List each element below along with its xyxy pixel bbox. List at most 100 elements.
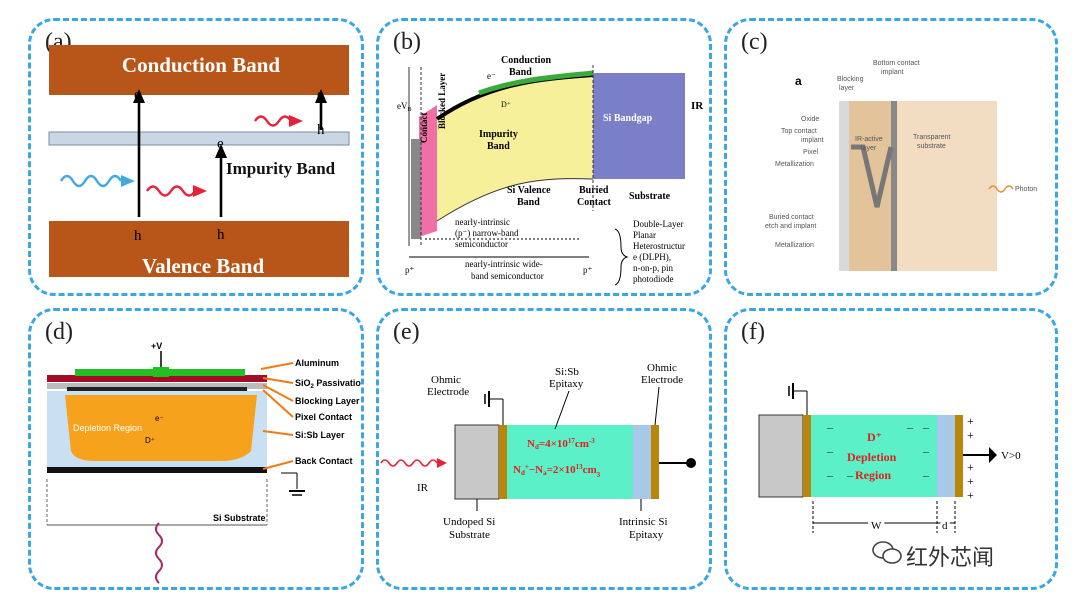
photon-icon — [155, 522, 163, 584]
panel-e-tag: (e) — [393, 319, 420, 345]
blocked-layer-label: Blocked Layer — [437, 73, 447, 129]
sisb-epitaxy-2: Epitaxy — [549, 378, 584, 390]
w-label: W — [871, 520, 882, 532]
photon-red-icon-2 — [254, 115, 292, 127]
ir-label: IR — [417, 482, 429, 494]
h-label-3: h — [317, 122, 325, 138]
pixel-label: Pixel — [803, 149, 819, 156]
depletion-label: Depletion — [847, 450, 897, 464]
sisb-layer-label: Si:Sb Layer — [295, 430, 345, 440]
p-plus-right: p⁺ — [583, 265, 593, 275]
v-label: V>0 — [1001, 450, 1021, 462]
substrate-label: Substrate — [629, 191, 671, 202]
bottom-contact-1: Bottom contact — [873, 60, 920, 67]
ohmic-right-1: Ohmic — [647, 362, 677, 374]
sio2-label: SiO2 Passivation — [295, 378, 364, 390]
contact-label: Contact — [419, 113, 429, 144]
ir-active-2: layer — [861, 145, 877, 152]
dlph-6: photodiode — [633, 274, 674, 284]
pixel-contact-label: Pixel Contact — [295, 412, 352, 422]
svg-text:–: – — [922, 444, 930, 458]
d-plus-label: D⁺ — [867, 430, 882, 444]
sub-label-a: a — [795, 74, 802, 88]
svg-text:–: – — [922, 420, 930, 434]
h-label-2: h — [217, 227, 225, 243]
ir-active-1: IR-active — [855, 136, 883, 143]
intrinsic-1: Intrinsic Si — [619, 516, 668, 528]
buried-contact-label-2: Contact — [577, 197, 612, 208]
panel-c: (c) a Blocking layer Bottom contact impl… — [724, 18, 1058, 296]
d-plus-label: D⁺ — [145, 436, 155, 445]
e-label-1: e — [134, 87, 141, 103]
undoped-1: Undoped Si — [443, 516, 495, 528]
blocking-layer-2: layer — [839, 85, 855, 92]
panel-c-tag: (c) — [741, 29, 768, 55]
svg-text:+: + — [967, 474, 974, 488]
si-valence-label-2: Band — [517, 197, 540, 208]
blocked-layer-area — [419, 105, 437, 237]
impurity-band-rect — [48, 131, 350, 146]
h-label-1: h — [134, 228, 142, 244]
aluminum-label: Aluminum — [295, 358, 339, 368]
panel-f: (f) V>0 D⁺ Depletion Region –– –– –– –– … — [724, 308, 1058, 590]
conduction-band-label-2: Band — [509, 67, 532, 78]
panel-a-diagram: Conduction Band Valence Band Impurity Ba… — [48, 45, 350, 278]
oxide-label: Oxide — [801, 116, 819, 123]
valence-band-label: Valence Band — [142, 254, 265, 278]
impurity-band-label: Impurity — [479, 129, 518, 140]
e-minus-label: e⁻ — [487, 71, 496, 81]
blocking-layer-1: Blocking — [837, 76, 864, 83]
dlph-1: Double-Layer — [633, 219, 683, 229]
wide-band-2: band semiconductor — [471, 271, 544, 281]
si-bandgap-label: Si Bandgap — [603, 113, 653, 124]
panel-b: (b) Si Bandgap Conduction Band e⁻ D⁺ Imp… — [376, 18, 712, 296]
ohmic-left-2: Electrode — [427, 386, 469, 398]
svg-text:–: – — [906, 420, 914, 434]
d-plus-label: D⁺ — [501, 100, 511, 109]
metallization-label-2: Metallization — [775, 242, 814, 249]
panel-f-tag: (f) — [741, 319, 765, 345]
e-label-2: e — [217, 136, 224, 152]
ohmic-right-2: Electrode — [641, 374, 683, 386]
e-label-3: e — [317, 87, 324, 103]
dlph-5: n-on-p, pin — [633, 263, 673, 273]
panel-e: (e) Ohmic Electrode Si:Sb Epitaxy Ohmic … — [376, 308, 712, 590]
e-minus-label: e⁻ — [155, 414, 164, 423]
impurity-band-label: Impurity Band — [226, 159, 336, 178]
intrinsic-2: Epitaxy — [629, 529, 664, 541]
panel-d-tag: (d) — [45, 319, 73, 345]
depletion-label: Depletion Region — [73, 423, 142, 433]
valence-band-rect — [49, 221, 349, 277]
d-label: d — [942, 520, 948, 532]
undoped-2: Substrate — [449, 529, 490, 541]
svg-text:+: + — [967, 488, 974, 502]
photon-icon — [988, 185, 1014, 193]
svg-text:+: + — [967, 428, 974, 442]
dlph-2: Planar — [633, 230, 656, 240]
buried-contact-1: Buried contact — [769, 214, 814, 221]
svg-text:–: – — [922, 468, 930, 482]
photon-label: Photon — [1015, 186, 1037, 193]
panel-a: (a) Conduction Band Valence Band Impurit… — [28, 18, 364, 296]
si-valence-label: Si Valence — [507, 185, 551, 196]
p-plus-left: p⁺ — [405, 265, 415, 275]
si-substrate-label: Si Substrate — [213, 513, 266, 523]
ohmic-left-1: Ohmic — [431, 374, 461, 386]
panel-e-diagram: Ohmic Electrode Si:Sb Epitaxy Ohmic Elec… — [380, 362, 696, 541]
narrow-band-2: (p⁻) narrow-band — [455, 228, 519, 238]
transparent-1: Transparent — [913, 134, 951, 141]
buried-contact-label: Buried — [579, 185, 609, 196]
narrow-band-1: nearly-intrinsic — [455, 217, 510, 227]
panel-b-diagram: Si Bandgap Conduction Band e⁻ D⁺ Impurit… — [397, 55, 704, 286]
back-contact-label: Back Contact — [295, 456, 353, 466]
sisb-epitaxy-1: Si:Sb — [555, 366, 579, 378]
panel-b-tag: (b) — [393, 29, 421, 55]
svg-text:–: – — [846, 468, 854, 482]
si-bandgap-rect — [593, 73, 685, 179]
watermark-text: 红外芯闻 — [906, 546, 995, 571]
v-plus-label: +V — [151, 341, 162, 351]
top-contact-2: implant — [801, 137, 824, 144]
photon-blue-icon — [59, 174, 123, 188]
conduction-band-label: Conduction Band — [122, 53, 280, 77]
blocking-layer-label: Blocking Layer — [295, 396, 360, 406]
